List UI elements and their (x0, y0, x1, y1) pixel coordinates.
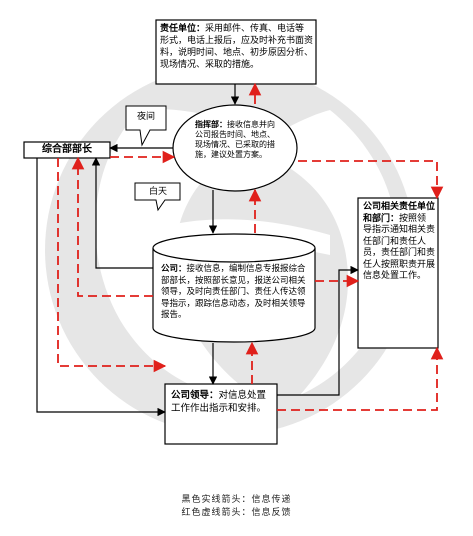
company-text: 公司：接收信息，编制信息专报报综合部部长，按照部长意见，报送公司相关领导，及时向… (161, 264, 309, 322)
command-center-title: 指挥部： (195, 120, 227, 129)
responsible-unit-body: 采用邮件、传真、电话等形式，电话上报后，应及时补充书面资料，说明时间、地点、初步… (160, 24, 314, 70)
day-callout-label: 白天 (148, 187, 167, 197)
related-units-text: 公司相关责任单位和部门：按照领导指示通知相关责任部门和责任人员，责任部门和责任人… (363, 202, 435, 283)
company-leader-title: 公司领导： (171, 390, 219, 401)
company-leader-body: 对信息处置工作作出指示和安排。 (171, 390, 267, 414)
info-arrows (36, 84, 359, 417)
day-callout (134, 182, 181, 212)
company-leader-box (164, 383, 278, 445)
responsible-unit-text: 责任单位：采用邮件、传真、电话等形式，电话上报后，应及时补充书面资料，说明时间、… (160, 23, 313, 71)
command-center-body: 接收信息并向公司报告时间、地点、现场情况、已采取的措施，建议处置方案。 (195, 120, 275, 159)
company-body: 接收信息，编制信息专报报综合部部长，按照部长意见，报送公司相关领导，及时向责任部… (161, 264, 306, 320)
command-center-text: 指挥部：接收信息并向公司报告时间、地点、现场情况、已采取的措施，建议处置方案。 (195, 120, 277, 160)
night-callout-label: 夜间 (136, 112, 155, 122)
related-units-body: 按照领导指示通知相关责任部门和责任人员，责任部门和责任人按照职责开展信息处置工作… (363, 213, 436, 282)
feedback-arrows (57, 82, 444, 411)
related-units-box (357, 197, 439, 349)
company-title: 公司： (161, 264, 187, 274)
responsible-unit-box (155, 19, 317, 85)
company-cylinder (152, 233, 316, 343)
company-leader-text: 公司领导：对信息处置工作作出指示和安排。 (171, 389, 274, 415)
related-units-title: 公司相关责任单位和部门： (363, 202, 436, 224)
general-dept-head-label: 综合部部长 (42, 144, 92, 155)
night-callout (125, 105, 167, 147)
legend-black-line: 黑色实线箭头：信息传递 (181, 495, 292, 505)
legend-red-line: 红色虚线箭头：信息反馈 (181, 508, 292, 518)
responsible-unit-title: 责任单位： (160, 24, 206, 34)
